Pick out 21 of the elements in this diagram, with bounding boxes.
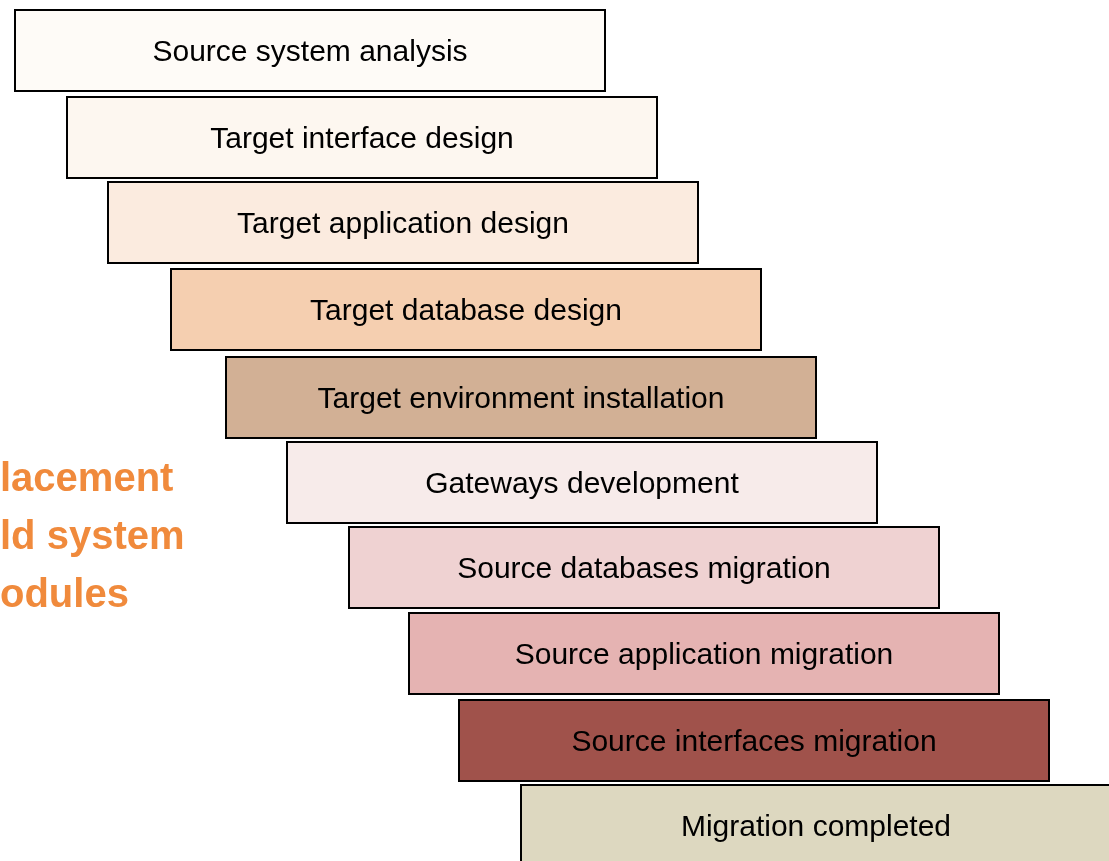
side-note: lacement ld system odules xyxy=(0,454,186,617)
step-label: Source databases migration xyxy=(457,550,831,585)
step-label: Gateways development xyxy=(425,465,739,500)
step-label: Target database design xyxy=(310,292,622,327)
step-box xyxy=(14,9,606,92)
step-label: Source system analysis xyxy=(152,33,468,68)
step-label: Source application migration xyxy=(514,636,894,671)
step-box xyxy=(348,526,940,609)
step-box xyxy=(458,699,1050,782)
step-label: Target application design xyxy=(237,205,569,240)
step-box xyxy=(408,612,1000,695)
step-box xyxy=(107,181,699,264)
step-box xyxy=(520,784,1109,861)
step-label: Source interfaces migration xyxy=(571,723,937,758)
step-label: Migration completed xyxy=(680,808,952,843)
step-label: Target interface design xyxy=(210,120,514,155)
step-box xyxy=(66,96,658,179)
step-box xyxy=(225,356,817,439)
step-box xyxy=(286,441,878,524)
step-box xyxy=(170,268,762,351)
step-label: Target environment installation xyxy=(317,380,725,415)
